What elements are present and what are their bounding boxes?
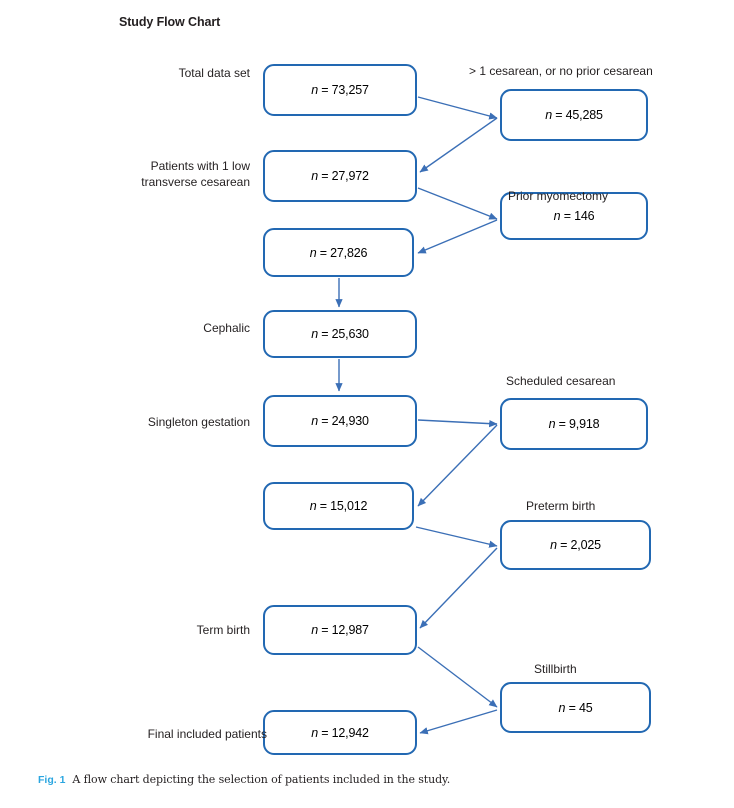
node-singleton[interactable]: n = 24,930 [263, 395, 417, 447]
edge-afterexcl3-to-excl4 [415, 526, 498, 548]
figure-number: Fig. 1 [38, 774, 66, 786]
node-final[interactable]: n = 12,942 [263, 710, 417, 755]
label-singleton: Singleton gestation [147, 415, 250, 429]
node-value: n = 12,987 [311, 623, 369, 637]
node-value: n = 25,630 [311, 327, 369, 341]
label-excl4: Preterm birth [526, 499, 596, 513]
node-excl4[interactable]: n = 2,025 [500, 520, 651, 570]
figure-caption-text: A flow chart depicting the selection of … [72, 773, 451, 786]
label-onelow: Patients with 1 low transverse cesarean [141, 159, 250, 189]
label-total: Total data set [178, 66, 250, 80]
edge-total-to-excl1 [417, 96, 498, 120]
node-afterexcl3[interactable]: n = 15,012 [263, 482, 414, 530]
node-term[interactable]: n = 12,987 [263, 605, 417, 655]
label-cephalic: Cephalic [203, 321, 250, 335]
node-total[interactable]: n = 73,257 [263, 64, 417, 116]
node-cephalic[interactable]: n = 25,630 [263, 310, 417, 358]
edge-excl3-to-afterexcl3 [417, 424, 498, 507]
node-value: n = 2,025 [550, 538, 601, 552]
label-excl1: > 1 cesarean, or no prior cesarean [469, 64, 653, 78]
node-value: n = 27,826 [309, 245, 368, 260]
label-final: Final included patients [147, 727, 267, 741]
node-value: n = 73,257 [311, 83, 369, 97]
label-excl5: Stillbirth [534, 662, 577, 676]
page-title: Study Flow Chart [119, 15, 221, 29]
node-value: n = 12,942 [311, 725, 369, 740]
edge-excl2-to-afterexcl2 [417, 219, 498, 254]
label-term: Term birth [196, 623, 250, 637]
node-value: n = 9,918 [548, 417, 600, 431]
node-value: n = 24,930 [311, 414, 369, 428]
node-excl3[interactable]: n = 9,918 [500, 398, 648, 450]
node-value: n = 15,012 [309, 499, 368, 513]
node-afterexcl2[interactable]: n = 27,826 [263, 228, 414, 277]
node-excl5[interactable]: n = 45 [500, 682, 651, 733]
label-excl3: Scheduled cesarean [506, 374, 616, 388]
node-value: n = 27,972 [311, 169, 369, 183]
edge-term-to-excl5 [417, 646, 498, 708]
edge-excl1-to-onelow [419, 117, 498, 173]
node-value: n = 45,285 [545, 108, 603, 122]
label-excl2: Prior myomectomy [508, 189, 609, 203]
node-excl1[interactable]: n = 45,285 [500, 89, 648, 141]
edge-singleton-to-excl3 [417, 419, 498, 428]
figure-caption: Fig. 1 A flow chart depicting the selecti… [38, 773, 450, 786]
node-onelow[interactable]: n = 27,972 [263, 150, 417, 202]
edge-onelow-to-excl2 [417, 187, 498, 220]
edge-excl4-to-term [419, 547, 498, 629]
node-value: n = 146 [553, 209, 595, 223]
edge-excl5-to-final [419, 709, 498, 735]
node-excl2[interactable]: n = 146 [500, 192, 648, 240]
node-value: n = 45 [558, 700, 593, 715]
